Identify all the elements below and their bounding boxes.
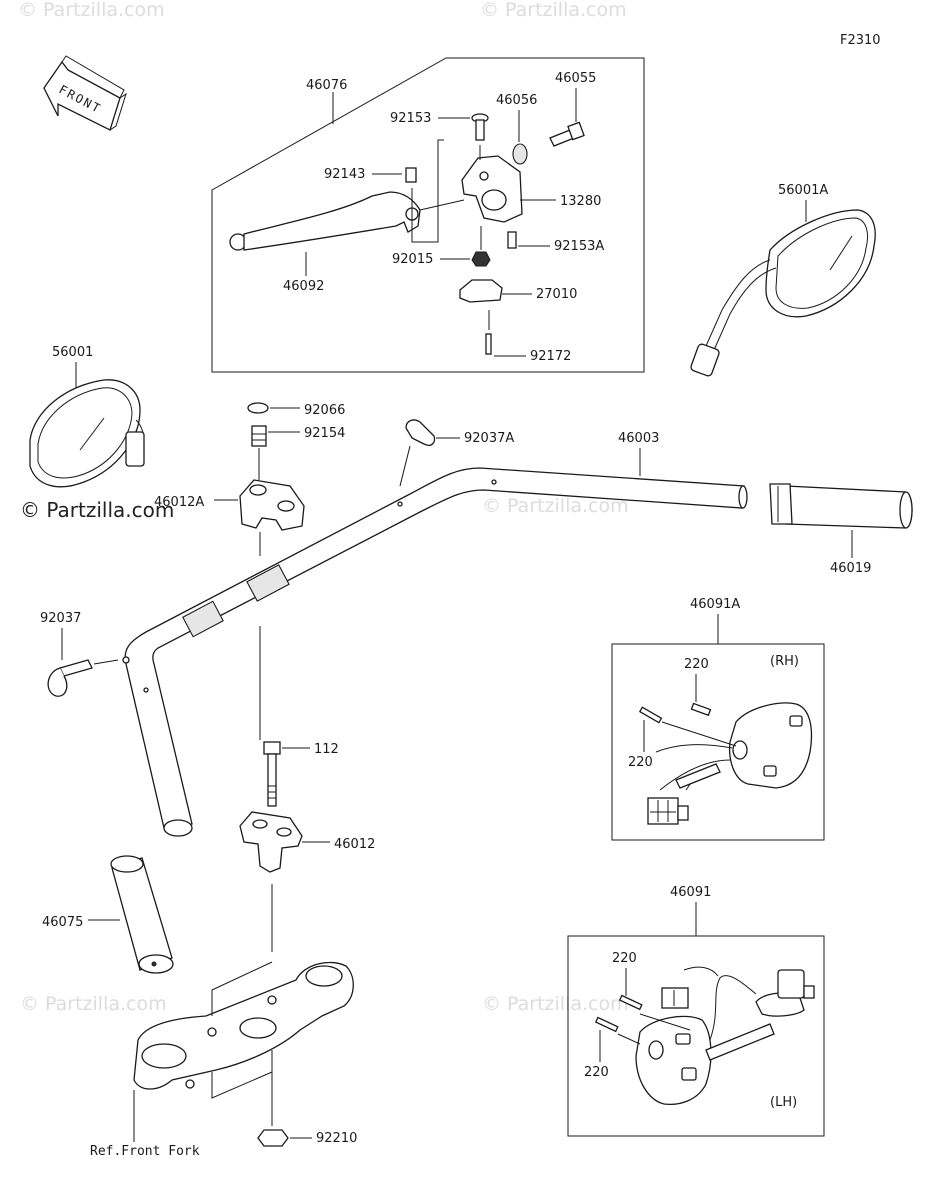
- callout-46075: 46075: [42, 915, 83, 930]
- switch-27010: [459, 279, 512, 303]
- callout-92143: 92143: [324, 167, 365, 182]
- callout-56001A: 56001A: [778, 183, 828, 198]
- bolt-112: [263, 741, 281, 807]
- fork-upper-bracket: [133, 961, 354, 1090]
- callout-92153: 92153: [390, 111, 431, 126]
- clamp-46012A: [239, 479, 305, 531]
- watermark-primary: © Partzilla.com: [20, 498, 174, 522]
- watermark-mid: © Partzilla.com: [482, 495, 629, 517]
- clip-92037A: [405, 419, 436, 446]
- reference-note: Ref.Front Fork: [90, 1144, 200, 1159]
- lever-46092: [229, 191, 421, 251]
- front-arrow-icon: FRONT: [43, 55, 127, 131]
- callout-220-lh-a: 220: [612, 951, 637, 966]
- label-rh: (RH): [770, 654, 799, 669]
- label-lh: (LH): [770, 1095, 797, 1110]
- handlebar-46003: [122, 467, 748, 837]
- clamp-46012: [239, 811, 303, 873]
- screw-92172: [485, 333, 492, 355]
- callout-46012A: 46012A: [154, 495, 204, 510]
- switch-housing-rh: [647, 702, 813, 825]
- washer-46056: [512, 143, 528, 165]
- screw-46055: [549, 121, 585, 147]
- callout-92066: 92066: [304, 403, 345, 418]
- pivot-bolt-92153: [471, 113, 489, 141]
- callout-220-lh-b: 220: [584, 1065, 609, 1080]
- mirror-56001: [29, 379, 145, 488]
- callout-56001: 56001: [52, 345, 93, 360]
- watermark-bottom-center: © Partzilla.com: [482, 993, 629, 1015]
- switch-housing-lh: [635, 966, 815, 1106]
- bolt-92154: [251, 425, 267, 447]
- screw-220-rh-b: [638, 706, 663, 724]
- callout-220-rh-a: 220: [684, 657, 709, 672]
- callout-13280: 13280: [560, 194, 601, 209]
- callout-46091: 46091: [670, 885, 711, 900]
- callout-46012: 46012: [334, 837, 375, 852]
- watermark-top-left: © Partzilla.com: [18, 0, 165, 21]
- watermark-bottom-left: © Partzilla.com: [20, 993, 167, 1015]
- callout-92210: 92210: [316, 1131, 357, 1146]
- callout-46019: 46019: [830, 561, 871, 576]
- callout-92037A: 92037A: [464, 431, 514, 446]
- cap-92066: [247, 402, 269, 414]
- callout-92153A: 92153A: [554, 239, 604, 254]
- nut-92210: [257, 1129, 289, 1147]
- callout-46056: 46056: [496, 93, 537, 108]
- callout-46091A: 46091A: [690, 597, 740, 612]
- watermark-top-center: © Partzilla.com: [480, 0, 627, 21]
- callout-46003: 46003: [618, 431, 659, 446]
- grip-46019: [769, 483, 913, 529]
- callout-92172: 92172: [530, 349, 571, 364]
- callout-46055: 46055: [555, 71, 596, 86]
- lever-assembly-box: [211, 57, 645, 373]
- callout-92015: 92015: [392, 252, 433, 267]
- callout-46092: 46092: [283, 279, 324, 294]
- callout-220-rh-b: 220: [628, 755, 653, 770]
- screw-220-rh-a: [690, 702, 712, 717]
- callout-46076: 46076: [306, 78, 347, 93]
- callout-92037: 92037: [40, 611, 81, 626]
- grip-46075: [110, 855, 174, 974]
- lever-bracket-13280: [419, 155, 523, 223]
- nut-92015: [471, 251, 491, 267]
- clip-92037: [47, 659, 93, 697]
- callout-92154: 92154: [304, 426, 345, 441]
- diagram-code: F2310: [840, 33, 881, 48]
- callout-27010: 27010: [536, 287, 577, 302]
- callout-112: 112: [314, 742, 339, 757]
- screw-220-lh-b: [594, 1016, 619, 1033]
- mirror-56001A: [690, 209, 876, 377]
- screw-220-lh-a: [618, 994, 643, 1011]
- screw-92153A: [507, 231, 517, 249]
- collar-92143: [405, 167, 417, 183]
